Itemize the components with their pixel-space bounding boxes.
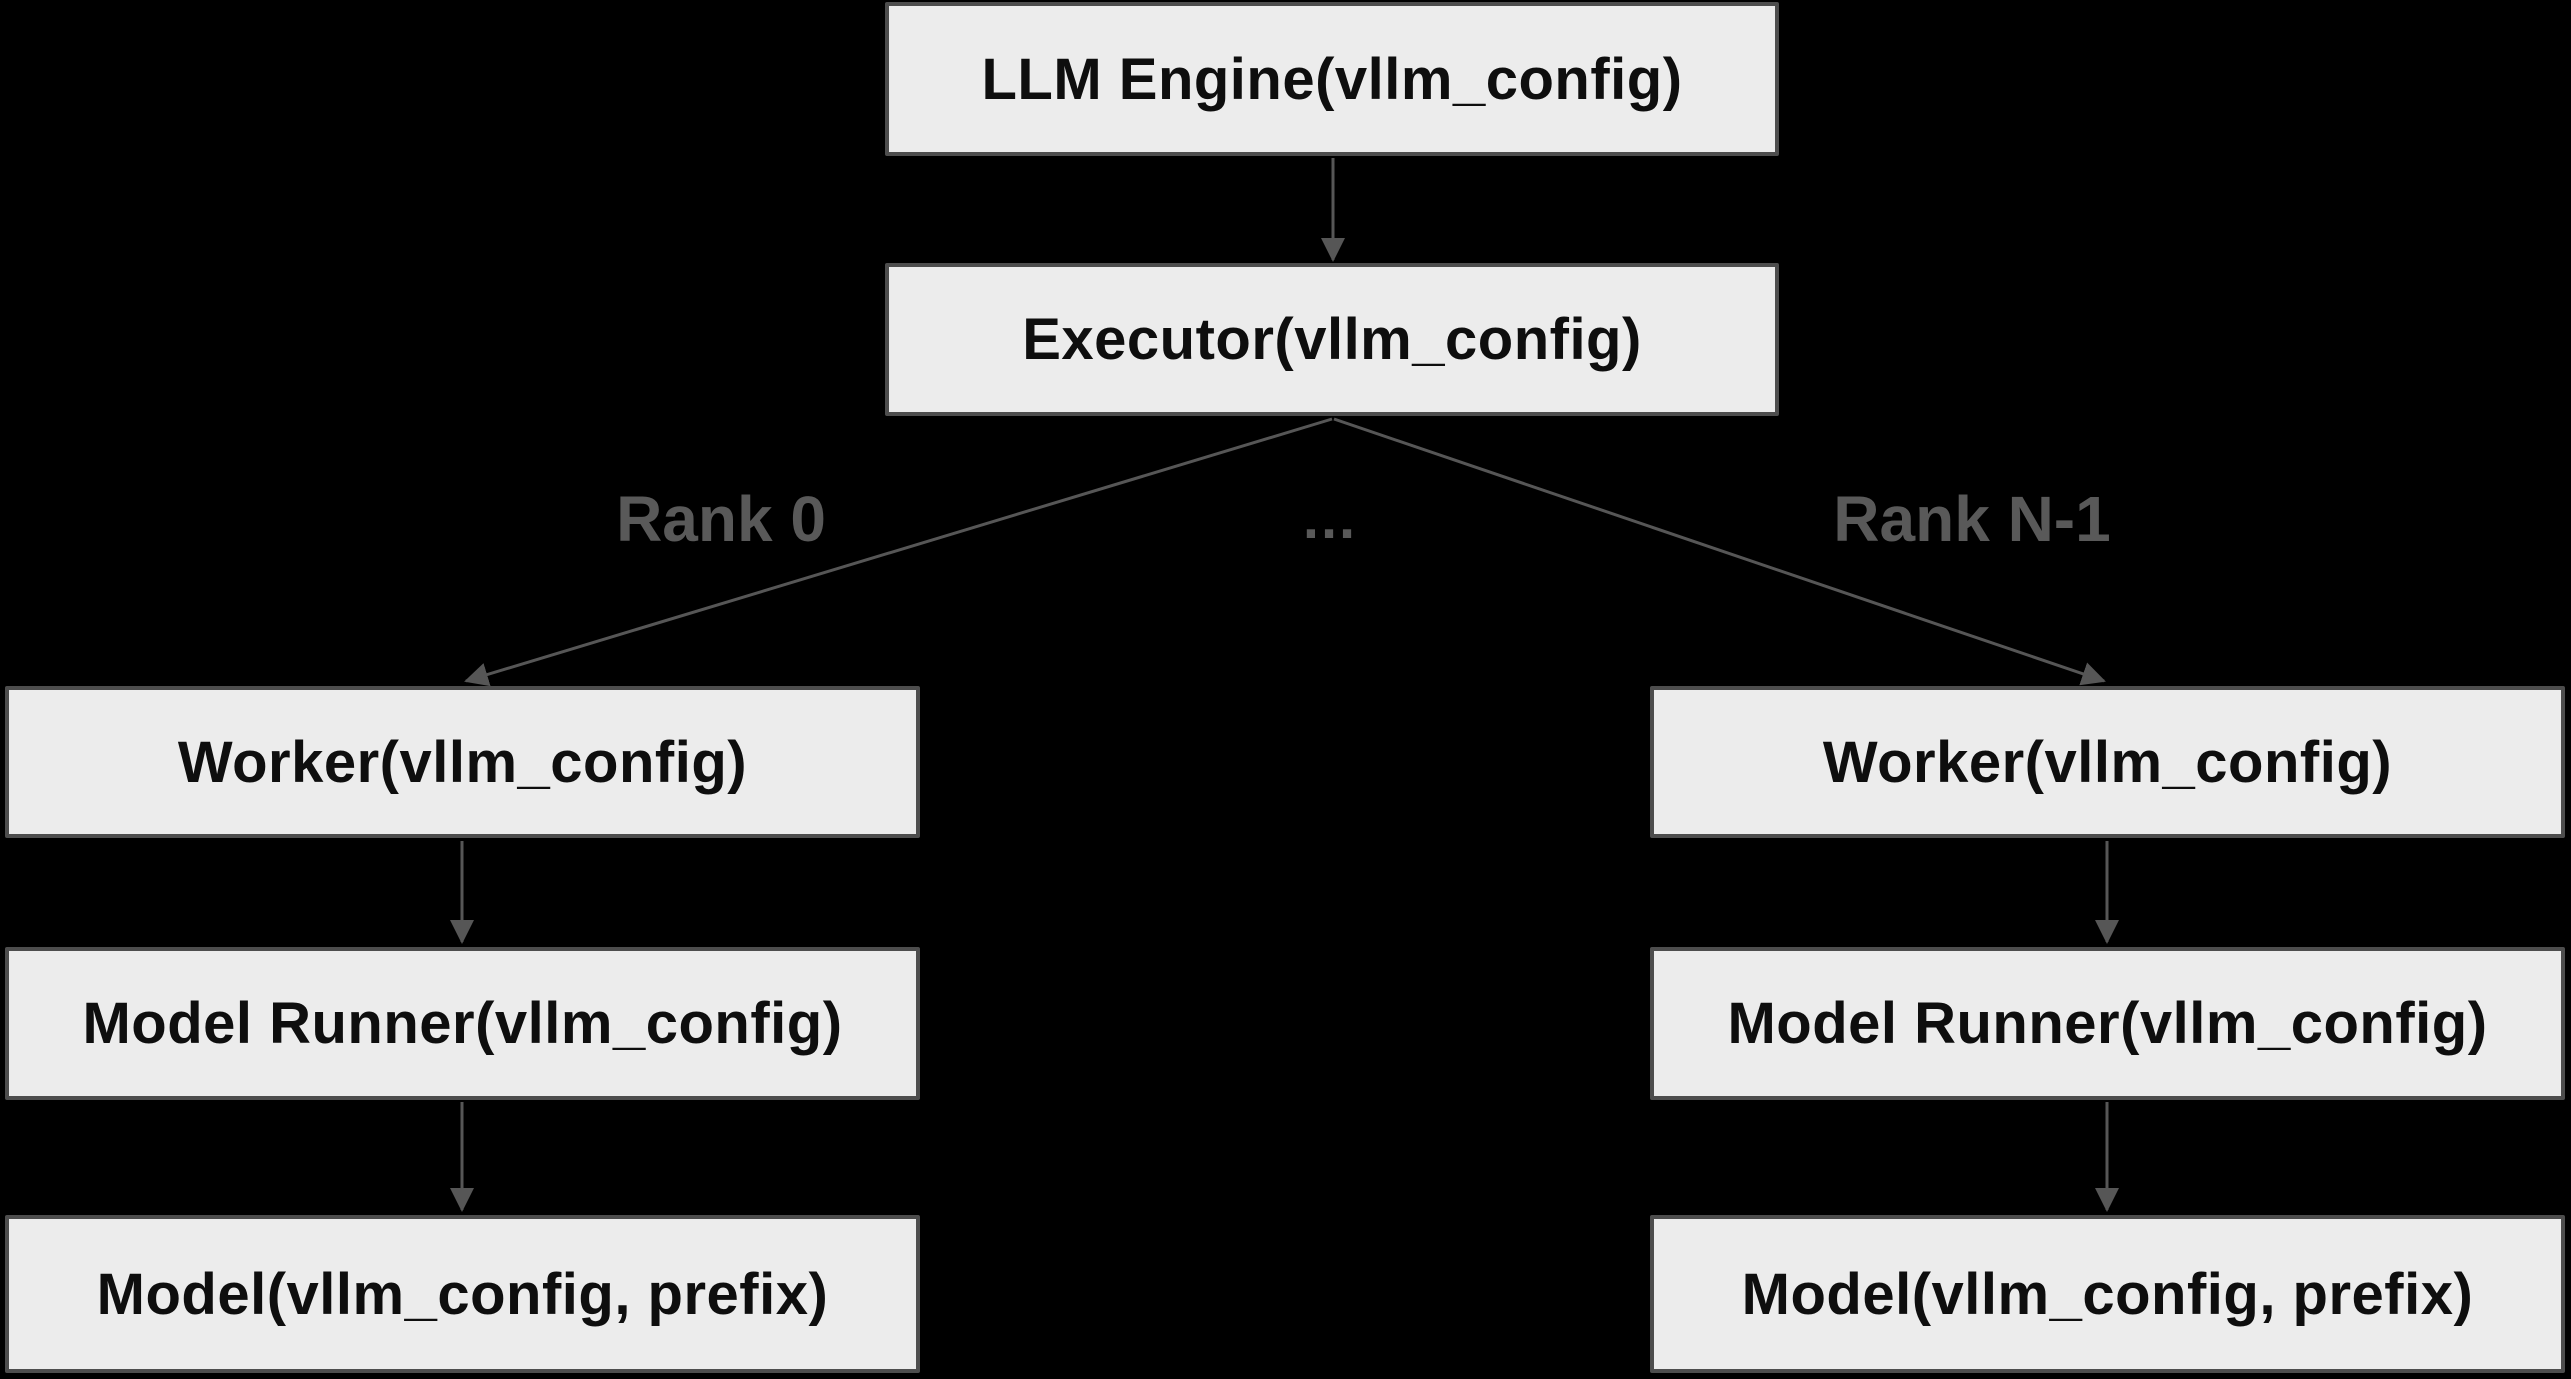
- node-model-rank-n-1: Model(vllm_config, prefix): [1650, 1215, 2565, 1373]
- node-model-runner-rank-0: Model Runner(vllm_config): [5, 947, 920, 1100]
- edge-label-rank-0: Rank 0: [616, 483, 826, 555]
- node-worker-rank-n-1: Worker(vllm_config): [1650, 686, 2565, 838]
- node-model-runner-rank-n-1: Model Runner(vllm_config): [1650, 947, 2565, 1100]
- edge-label-rank-n-1: Rank N-1: [1833, 483, 2111, 555]
- node-executor: Executor(vllm_config): [885, 263, 1779, 416]
- node-model-rank-0: Model(vllm_config, prefix): [5, 1215, 920, 1373]
- node-llm-engine: LLM Engine(vllm_config): [885, 2, 1779, 156]
- edge-label-ellipsis: ...: [1302, 486, 1358, 551]
- node-worker-rank-0: Worker(vllm_config): [5, 686, 920, 838]
